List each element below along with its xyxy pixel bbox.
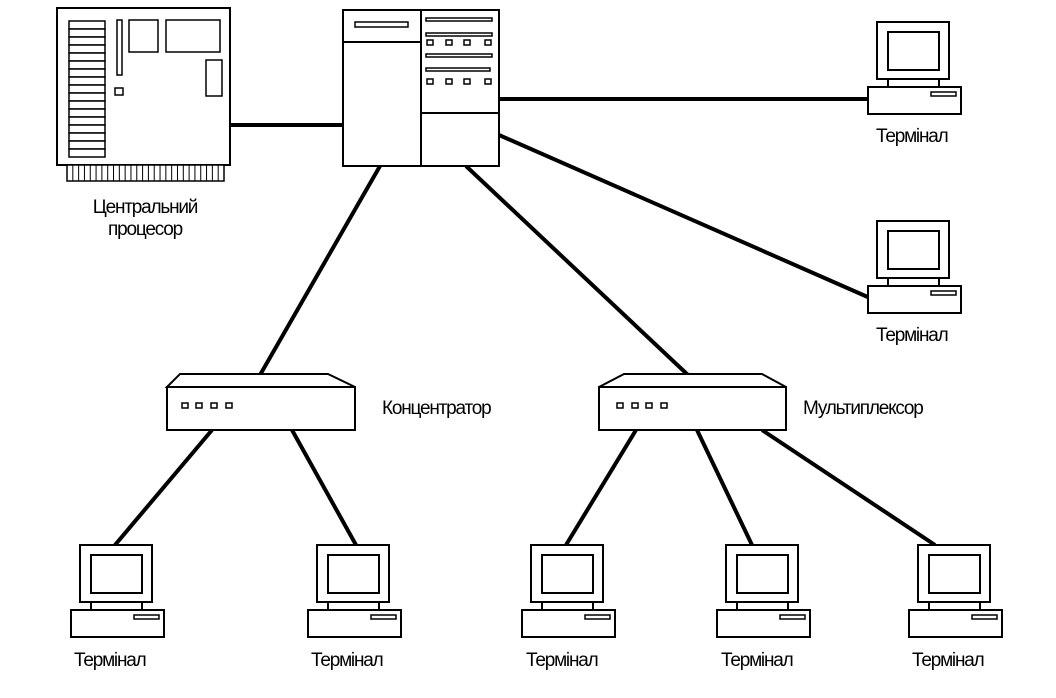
terminal-computer-icon[interactable] xyxy=(867,21,962,115)
terminal-label: Термінал xyxy=(876,126,949,147)
monitor-stand xyxy=(887,277,940,287)
screen xyxy=(887,230,940,270)
terminal-label: Термінал xyxy=(74,650,147,671)
board-slot xyxy=(68,148,106,158)
screen xyxy=(736,554,789,594)
multiplexer-label: Мультиплексор xyxy=(803,398,924,419)
board-slot xyxy=(68,92,106,102)
monitor-stand xyxy=(541,601,594,611)
board-slot xyxy=(68,68,106,78)
server-cabinet-icon[interactable] xyxy=(342,9,500,167)
drive-slot xyxy=(584,614,611,620)
board-slot xyxy=(68,20,106,30)
drive-slot xyxy=(133,614,160,620)
system-unit xyxy=(521,609,616,638)
board-slot xyxy=(68,124,106,134)
board-slot xyxy=(68,140,106,150)
cpu-label-line1: Центральний xyxy=(92,197,199,218)
system-unit xyxy=(70,609,165,638)
board-slots xyxy=(68,20,106,158)
link-server-multiplexer xyxy=(464,164,690,377)
board-slot xyxy=(68,52,106,62)
terminal-computer-icon[interactable] xyxy=(867,220,962,314)
system-unit xyxy=(908,609,1003,638)
drive-slot xyxy=(930,91,957,97)
screen xyxy=(887,31,940,71)
screen xyxy=(90,554,143,594)
link-multiplexer-terminal-5 xyxy=(564,428,638,547)
terminal-label: Термінал xyxy=(526,650,599,671)
link-server-concentrator xyxy=(258,165,382,376)
cpu-label: Центральний процесор xyxy=(70,197,220,241)
board-connector xyxy=(66,164,225,182)
board-edge-pins xyxy=(66,164,225,182)
terminal-computer-icon[interactable] xyxy=(70,544,165,638)
system-unit xyxy=(867,285,962,314)
drive-slot xyxy=(930,290,957,296)
board-slot xyxy=(68,108,106,118)
terminal-computer-icon[interactable] xyxy=(716,544,811,638)
drive-slot xyxy=(971,614,998,620)
concentrator-icon[interactable] xyxy=(164,373,356,431)
board-slot xyxy=(68,28,106,38)
mainframe-board-icon[interactable] xyxy=(56,7,231,182)
monitor-stand xyxy=(928,601,981,611)
terminal-label: Термінал xyxy=(311,650,384,671)
board-slot xyxy=(68,76,106,86)
screen xyxy=(327,554,380,594)
terminal-label: Термінал xyxy=(912,650,985,671)
monitor-stand xyxy=(90,601,143,611)
system-unit xyxy=(307,609,402,638)
terminal-computer-icon[interactable] xyxy=(307,544,402,638)
monitor-stand xyxy=(327,601,380,611)
board-slot xyxy=(68,100,106,110)
board-slot xyxy=(68,132,106,142)
terminal-label: Термінал xyxy=(721,650,794,671)
links xyxy=(113,97,937,547)
drive-slot xyxy=(779,614,806,620)
cpu-label-line2: процесор xyxy=(108,219,183,240)
terminals xyxy=(70,21,1003,638)
monitor-stand xyxy=(736,601,789,611)
multiplexer-icon[interactable] xyxy=(598,373,787,431)
drive-slot xyxy=(370,614,397,620)
link-concentrator-terminal-3 xyxy=(113,428,214,547)
screen xyxy=(541,554,594,594)
link-concentrator-terminal-4 xyxy=(290,429,358,546)
terminal-computer-icon[interactable] xyxy=(908,544,1003,638)
monitor-stand xyxy=(887,78,940,88)
screen xyxy=(928,554,981,594)
system-unit xyxy=(867,86,962,115)
link-server-terminal-2 xyxy=(498,133,871,300)
board-slot xyxy=(68,36,106,46)
board-slot xyxy=(68,116,106,126)
link-multiplexer-terminal-6 xyxy=(695,429,754,546)
board-slot xyxy=(68,60,106,70)
system-unit xyxy=(716,609,811,638)
terminal-label: Термінал xyxy=(876,325,949,346)
board-slot xyxy=(68,44,106,54)
board-slot xyxy=(68,84,106,94)
terminal-computer-icon[interactable] xyxy=(521,544,616,638)
link-multiplexer-terminal-7 xyxy=(760,428,937,547)
concentrator-label: Концентратор xyxy=(382,398,492,419)
